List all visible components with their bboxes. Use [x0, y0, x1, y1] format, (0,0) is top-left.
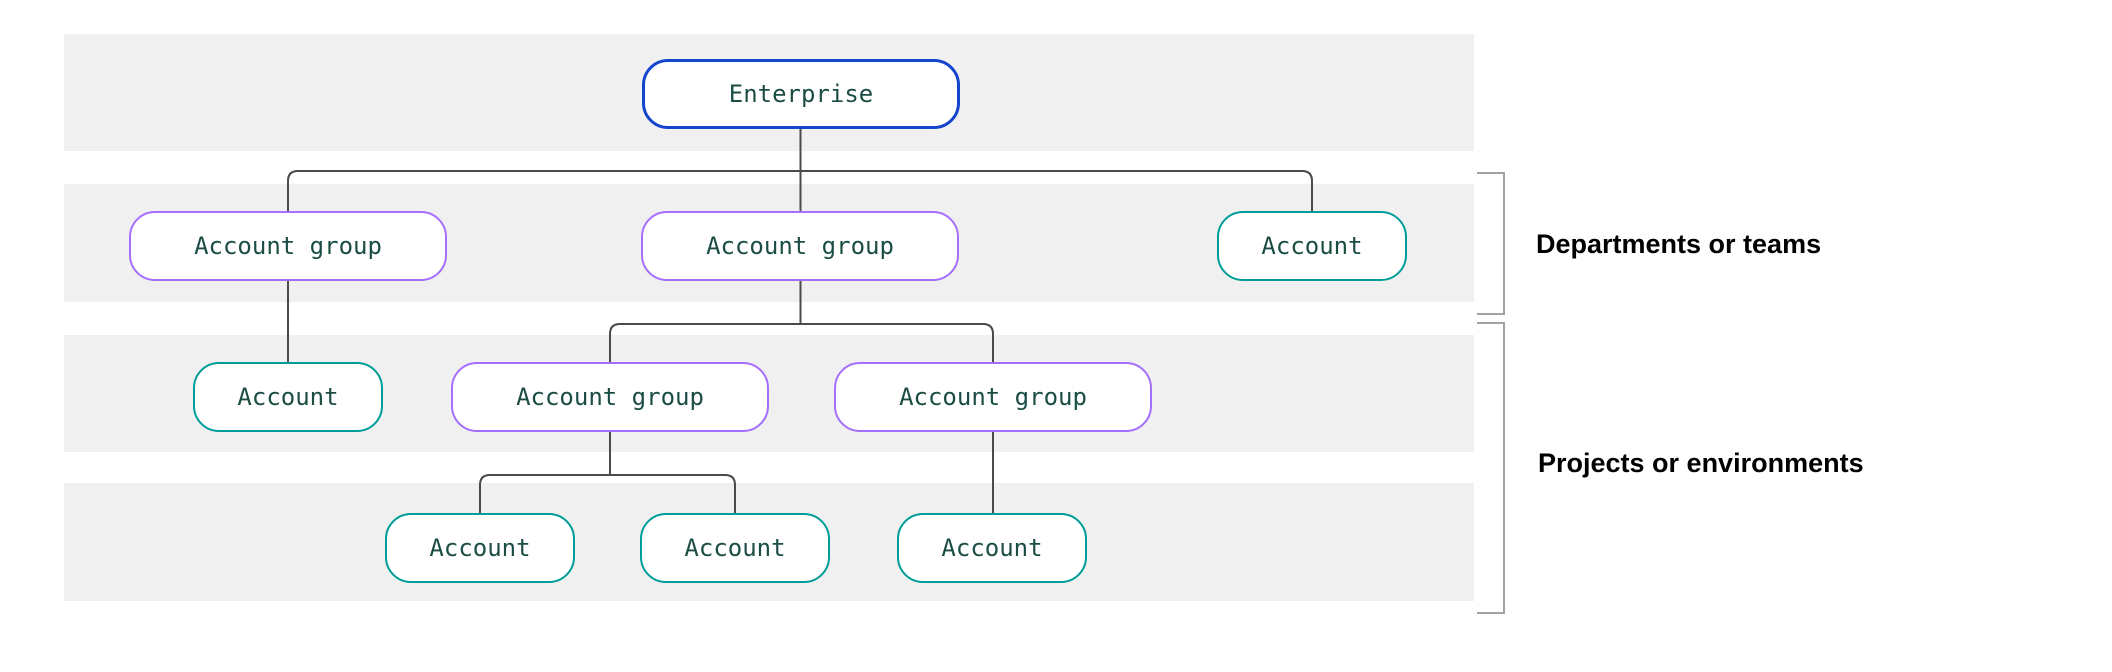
node-account-2: Account [193, 362, 383, 432]
node-account-group-2: Account group [641, 211, 959, 281]
node-account-group-4: Account group [834, 362, 1152, 432]
bracket-projects [1477, 322, 1505, 614]
node-account-3: Account [385, 513, 575, 583]
node-account-5: Account [897, 513, 1087, 583]
node-account-1: Account [1217, 211, 1407, 281]
label-projects-or-environments: Projects or environments [1538, 448, 1864, 478]
node-account-4: Account [640, 513, 830, 583]
bracket-departments [1477, 172, 1505, 315]
node-account-group-3: Account group [451, 362, 769, 432]
label-departments-or-teams: Departments or teams [1536, 229, 1822, 259]
node-account-group-1: Account group [129, 211, 447, 281]
connector-rail-level4 [479, 474, 736, 513]
connector-rail-level3 [609, 323, 994, 362]
node-enterprise: Enterprise [642, 59, 960, 129]
